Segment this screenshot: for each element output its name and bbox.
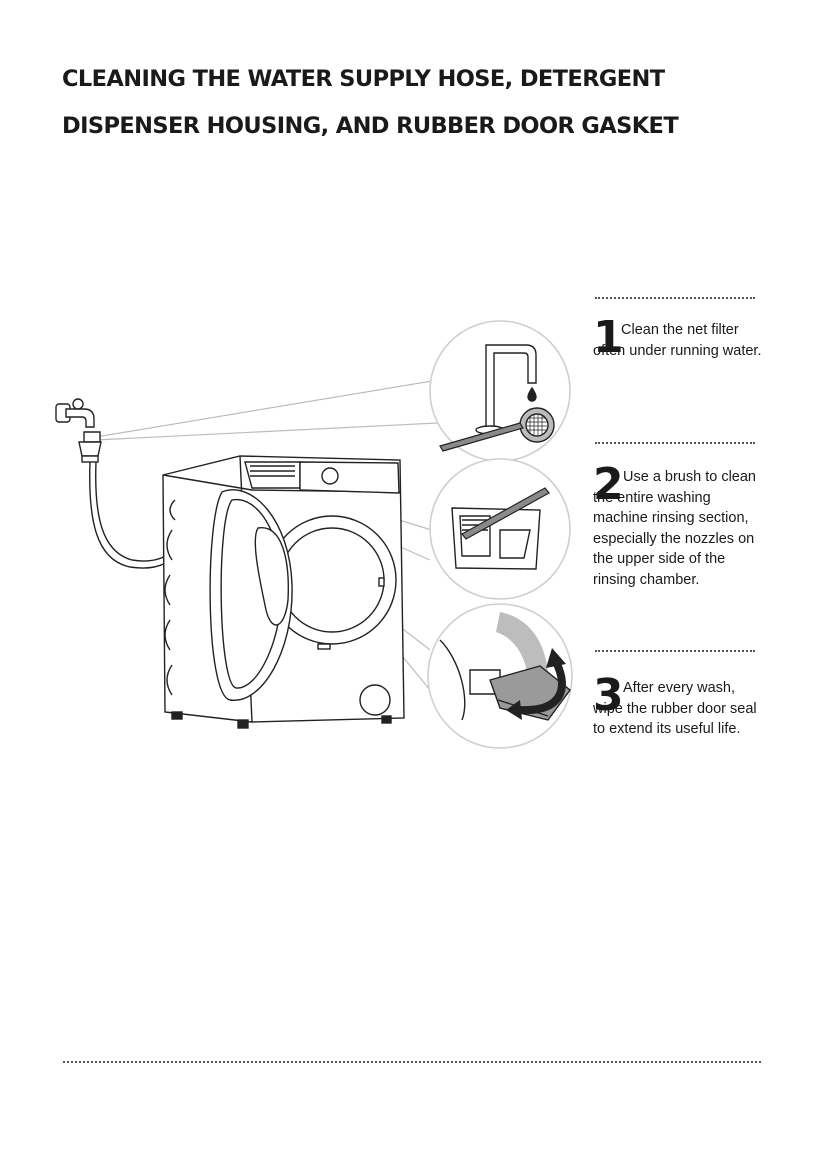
- step-separator-1: [595, 297, 755, 299]
- step-text: After every wash, wipe the rubber door s…: [593, 680, 757, 737]
- footer-separator: [63, 1061, 761, 1063]
- rotate-arrow-icon: [516, 658, 566, 715]
- water-hose: [89, 461, 169, 569]
- step-2: 2 Use a brush to clean the entire washin…: [593, 463, 763, 590]
- water-tap-icon: [55, 398, 102, 463]
- step-separator-3: [595, 650, 755, 652]
- step-text: Clean the net filter often under running…: [593, 322, 762, 359]
- brush-icon: [439, 422, 524, 452]
- step-number: 3: [593, 670, 624, 721]
- step-text: Use a brush to clean the entire washing …: [593, 469, 756, 588]
- page-title-line-1: CLEANING THE WATER SUPPLY HOSE, DETERGEN…: [62, 66, 665, 92]
- faucet-filter-icon: [475, 344, 555, 443]
- page-title-line-2: DISPENSER HOUSING, AND RUBBER DOOR GASKE…: [62, 113, 679, 139]
- step-1: 1 Clean the net filter often under runni…: [593, 316, 763, 361]
- step-number: 2: [593, 459, 624, 510]
- step-separator-2: [595, 442, 755, 444]
- step-number: 1: [593, 312, 624, 363]
- washing-machine-icon: [162, 455, 405, 729]
- step-3: 3 After every wash, wipe the rubber door…: [593, 674, 763, 740]
